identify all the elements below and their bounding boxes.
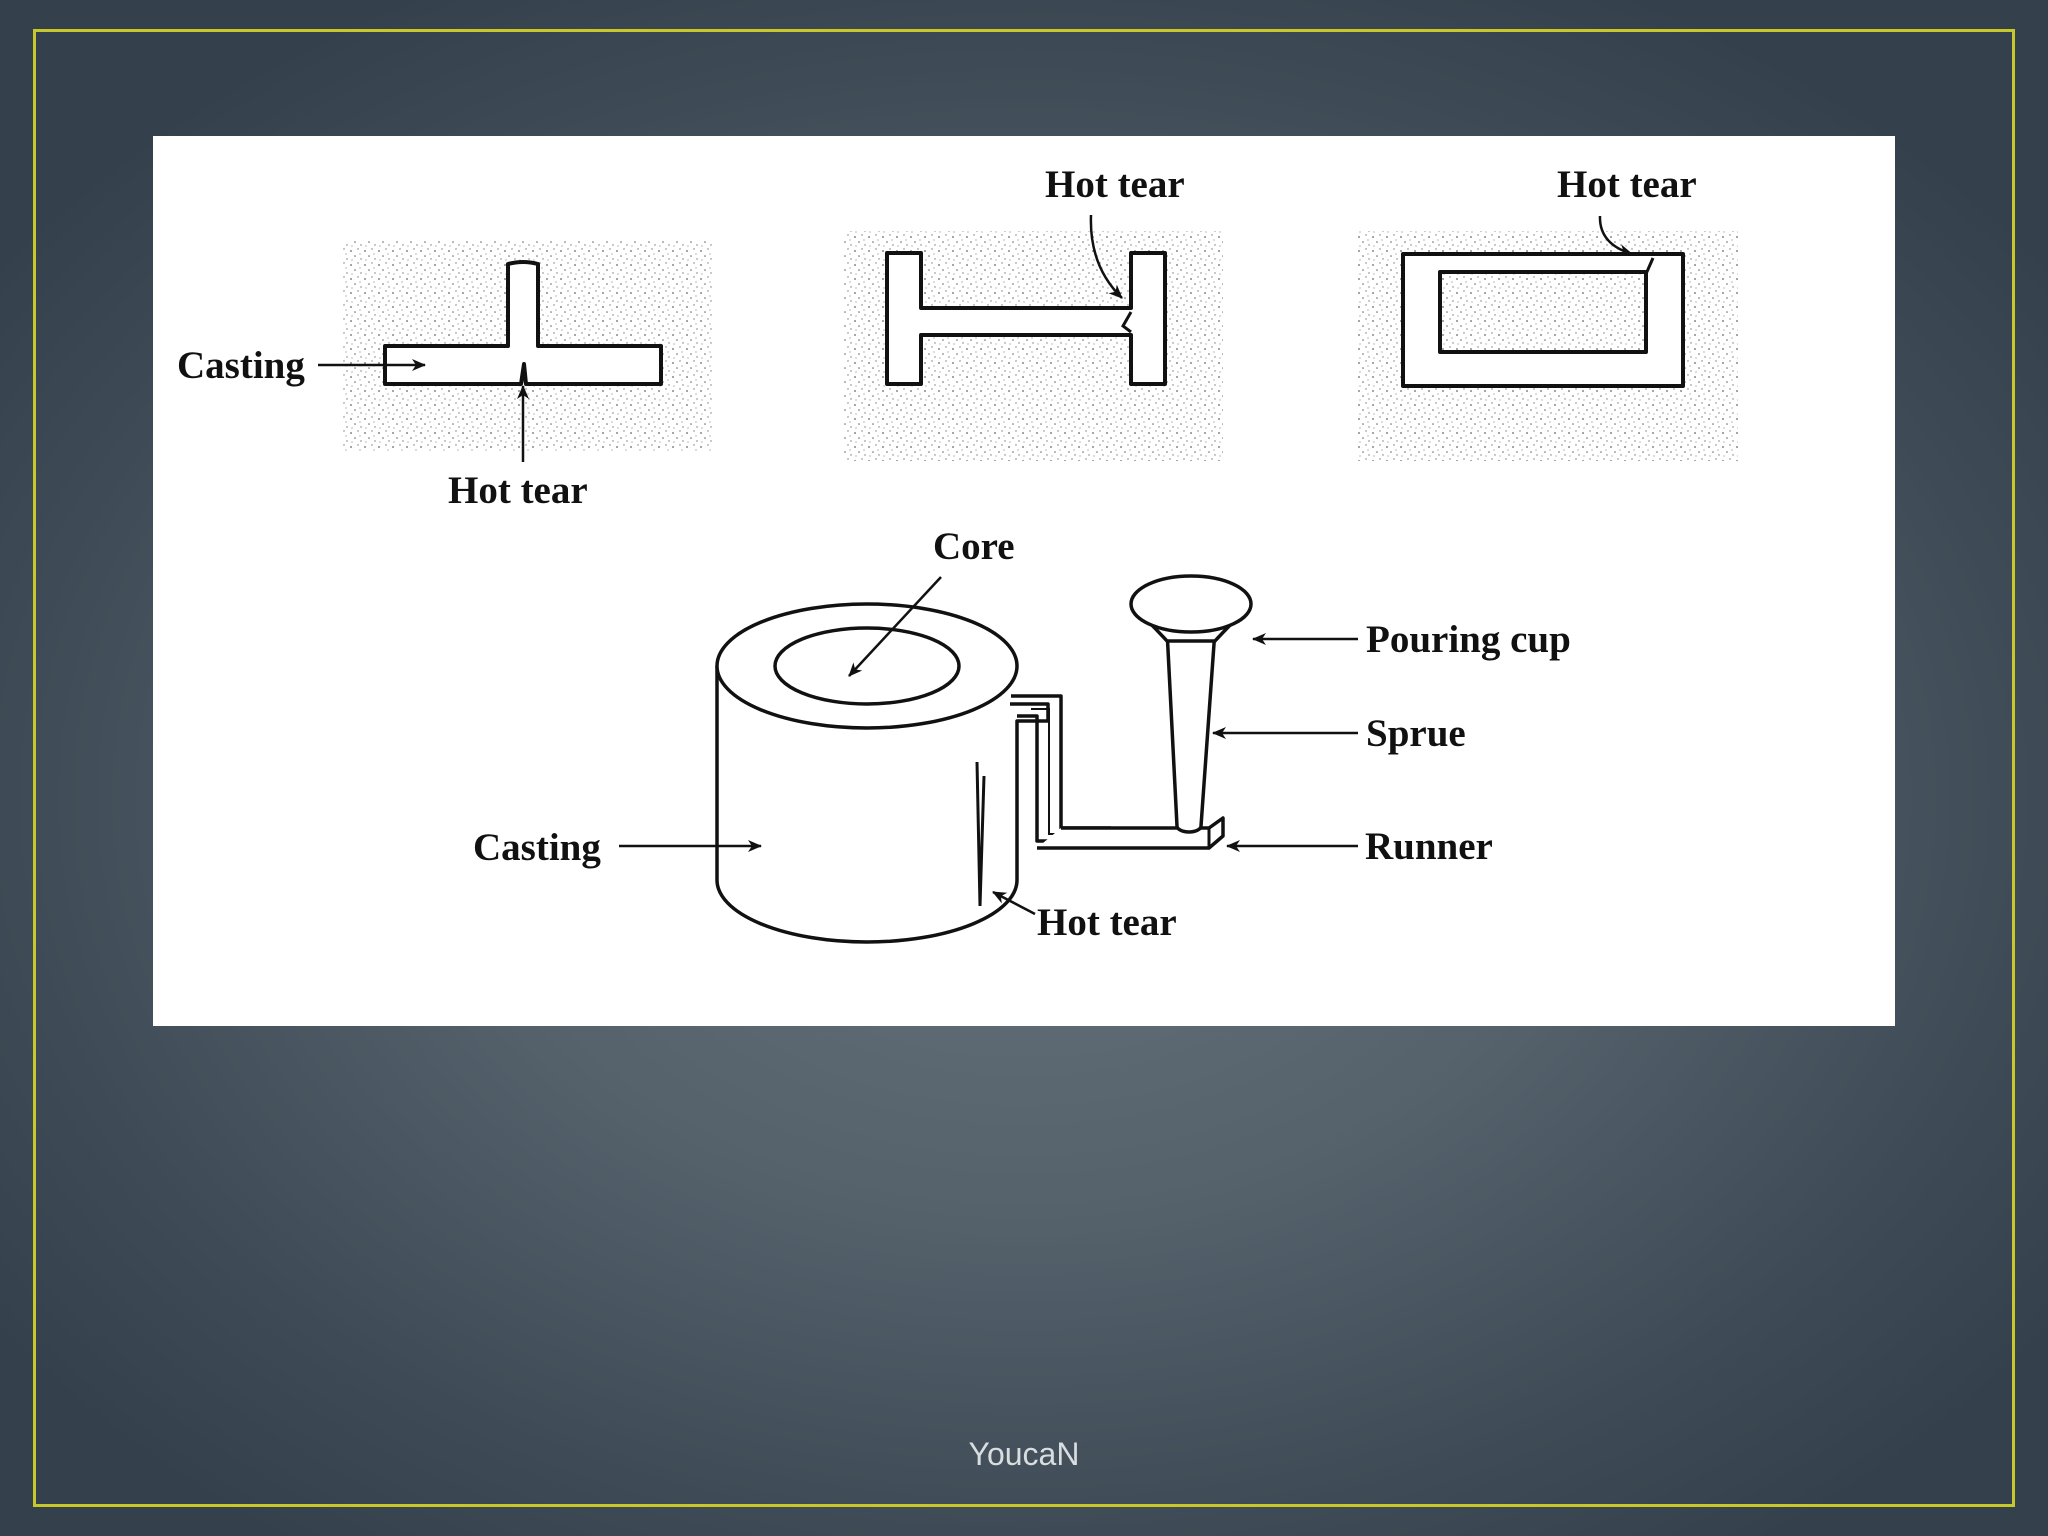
hot-tear-label-b: Hot tear: [1045, 163, 1185, 206]
panel-gated-casting: Core Pouring cup Sprue Runner Casting Ho…: [473, 525, 1571, 944]
ingate-inner: [1017, 714, 1111, 843]
hot-tear-diagram: Casting Hot tear Hot tear Hot tear: [177, 163, 1738, 944]
pouring-cup-label: Pouring cup: [1366, 618, 1571, 661]
panel-t-junction: Casting Hot tear: [177, 241, 713, 512]
core-arrow: [848, 576, 942, 677]
sprue-shape: [1165, 629, 1217, 834]
box-casting-shape: [1401, 252, 1685, 388]
cylinder-body: [715, 666, 1050, 944]
t-casting-shape: [383, 260, 663, 386]
casting-label-a: Casting: [177, 344, 305, 387]
ingate-mid: [1031, 708, 1111, 835]
hot-tear-crack-d: [975, 761, 986, 907]
hot-tear-label-c: Hot tear: [1557, 163, 1697, 206]
hot-tear-label-d: Hot tear: [1037, 901, 1177, 944]
hot-tear-crack-c: [1644, 257, 1655, 275]
h-casting-shape: [885, 251, 1167, 386]
hot-tear-arrow-b: [1089, 214, 1123, 299]
panel-h-section: Hot tear: [843, 163, 1223, 461]
hot-tear-label-a: Hot tear: [448, 469, 588, 512]
footer-watermark: YoucaN: [968, 1436, 1080, 1472]
hot-tear-figure: Casting Hot tear Hot tear Hot tear: [153, 136, 1895, 1026]
slide-frame: [33, 29, 2015, 1507]
hot-tear-arrow-c: [1598, 215, 1633, 256]
casting-label-d: Casting: [473, 826, 601, 869]
runner-label: Runner: [1365, 825, 1493, 868]
hot-tear-arrow-d: [992, 890, 1036, 916]
panel-box-frame: Hot tear: [1358, 163, 1738, 461]
core-label: Core: [933, 525, 1015, 568]
sprue-label: Sprue: [1366, 712, 1466, 755]
pouring-cup-rim: [1129, 574, 1253, 634]
core-opening: [773, 626, 961, 706]
hot-tear-crack-b: [1121, 311, 1133, 334]
